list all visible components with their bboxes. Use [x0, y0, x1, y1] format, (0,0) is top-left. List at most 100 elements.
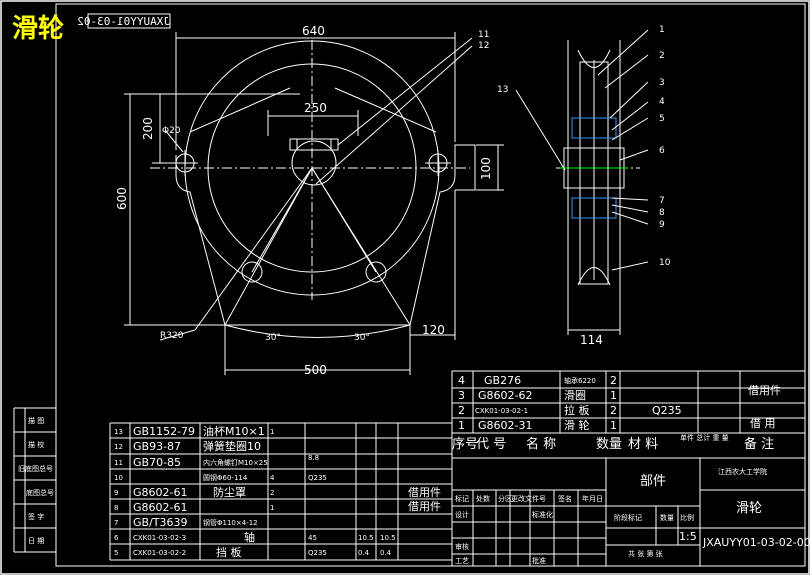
bom-lower-grid	[109, 422, 452, 561]
tb-mark-6: 年月日	[582, 494, 603, 503]
bom-row-10-no: 10	[114, 474, 123, 482]
side-leader-5: 5	[659, 114, 665, 124]
dim-hole: Φ20	[162, 126, 181, 136]
bom-header-note: 备 注	[744, 436, 774, 452]
bom-row-5-unit: 0.4	[358, 549, 370, 557]
side-leader-3: 3	[659, 78, 665, 88]
dim-200: 200	[141, 117, 155, 140]
bom-row-9-name: 防尘罩	[213, 485, 246, 499]
tb-mark-3: 分区	[498, 494, 512, 503]
bom-header-material: 材 料	[628, 437, 658, 452]
bom-row-6-code: CXK01-03-02-3	[133, 534, 186, 542]
bom-row-2-qty: 2	[610, 404, 617, 417]
leader-11: 11	[478, 30, 489, 40]
bom-row-10-material: Q235	[308, 474, 327, 482]
dim-640: 640	[302, 24, 325, 38]
tb-process-4: 批准	[532, 556, 546, 565]
leader-12: 12	[478, 41, 489, 51]
bom-row-4-qty: 2	[610, 374, 617, 387]
bom-row-12-code: GB93-87	[133, 440, 181, 453]
bom-row-13-name: 油杯M10×1	[203, 424, 265, 438]
bom-row-7-no: 7	[114, 519, 118, 527]
dim-30-left: 30°	[265, 333, 281, 343]
bom-row-10-name: 圆钢Φ60-114	[203, 473, 248, 482]
bom-row-2-material: Q235	[652, 404, 682, 417]
title-qty-label: 数量	[660, 513, 674, 522]
bom-row-4-code: GB276	[484, 374, 521, 387]
title-drawing-no: JXAUYY01-03-02-00	[702, 536, 810, 549]
side-leader-13: 13	[497, 85, 508, 95]
side-leader-10: 10	[659, 258, 671, 268]
dim-120: 120	[422, 323, 445, 337]
bom-header-qty: 数量	[596, 437, 622, 452]
title-part-name: 滑轮	[736, 501, 762, 516]
title-block-grid	[451, 458, 805, 566]
bom-row-6-no: 6	[114, 534, 119, 542]
bom-row-5-no: 5	[114, 549, 118, 557]
mirrored-code: JXAUYY01-03-02	[77, 15, 170, 28]
bom-row-4-name: 轴承6220	[564, 376, 596, 385]
tb-process-1: 工艺	[455, 557, 469, 565]
bom-row-13-code: GB1152-79	[133, 425, 195, 438]
bom-row-9-note: 借用件	[408, 486, 441, 499]
bom-row-11-no: 11	[114, 459, 123, 467]
title-part-type: 部件	[640, 474, 666, 489]
bom-row-11-code: GB70-85	[133, 456, 181, 469]
title-scale: 1:5	[679, 530, 697, 543]
code-box: JXAUYY01-03-02	[77, 13, 171, 29]
strip-label-4: 底图总号	[26, 488, 54, 497]
bom-upper-grid	[451, 370, 805, 458]
side-leader-8: 8	[659, 208, 665, 218]
side-leader-6: 6	[659, 146, 665, 156]
dim-250: 250	[304, 101, 327, 115]
tb-mark-1: 标记	[455, 494, 469, 503]
bom-row-10-qty: 4	[270, 474, 275, 482]
title-sheets: 共 张 第 张	[628, 549, 663, 558]
bom-row-6-material: 45	[308, 534, 317, 542]
title-org: 江西农大工学院	[718, 467, 767, 476]
bom-row-11-material: 8.8	[308, 454, 319, 462]
bom-row-1-code: G8602-31	[478, 419, 532, 432]
bom-row-2-no: 2	[458, 404, 465, 417]
side-leader-9: 9	[659, 220, 665, 230]
dim-100: 100	[479, 157, 493, 180]
inner-frame	[55, 3, 806, 567]
strip-label-2: 描 校	[28, 440, 44, 449]
title-scale-label: 比例	[680, 513, 694, 522]
tb-mark-5: 签名	[558, 494, 572, 503]
dim-r320: R320	[160, 331, 184, 341]
bom-header-no: 序号	[452, 437, 478, 452]
bom-row-13-qty: 1	[270, 428, 274, 436]
tb-review-1: 审核	[455, 542, 469, 551]
side-dim-114: 114	[580, 333, 603, 347]
bom-row-9-no: 9	[114, 489, 118, 497]
bom-row-1-no: 1	[458, 419, 465, 432]
bom-header-weight: 单件 总计 重 量	[680, 433, 729, 442]
bom-row-8-qty: 1	[270, 504, 274, 512]
bom-row-12-no: 12	[114, 443, 123, 451]
bom-row-11-name: 内六角螺钉M10×25	[203, 458, 268, 467]
bom-row-5-name: 挡 板	[216, 545, 242, 559]
tb-mark-4: 更改文件号	[511, 494, 546, 503]
bom-row-4-no: 4	[458, 374, 465, 387]
bom-row-4-note: 借用件	[748, 384, 781, 397]
bom-header-name: 名 称	[526, 436, 556, 452]
bom-row-8-code: G8602-61	[133, 501, 187, 514]
dim-600: 600	[115, 187, 129, 210]
side-leader-2: 2	[659, 51, 665, 61]
strip-label-3: 旧底图总号	[18, 464, 53, 473]
bom-row-3-name: 滑圈	[564, 389, 586, 402]
bom-row-6-name: 轴	[244, 530, 255, 544]
dim-500: 500	[304, 363, 327, 377]
side-leader-1: 1	[659, 25, 665, 35]
bom-row-9-code: G8602-61	[133, 486, 187, 499]
strip-label-6: 日 期	[28, 537, 44, 545]
left-strip	[13, 407, 56, 553]
side-leader-7: 7	[659, 196, 665, 206]
side-leader-4: 4	[659, 97, 665, 107]
bom-row-9-qty: 2	[270, 489, 274, 497]
bom-row-8-note: 借用件	[408, 500, 441, 513]
strip-label-5: 签 字	[28, 512, 44, 521]
